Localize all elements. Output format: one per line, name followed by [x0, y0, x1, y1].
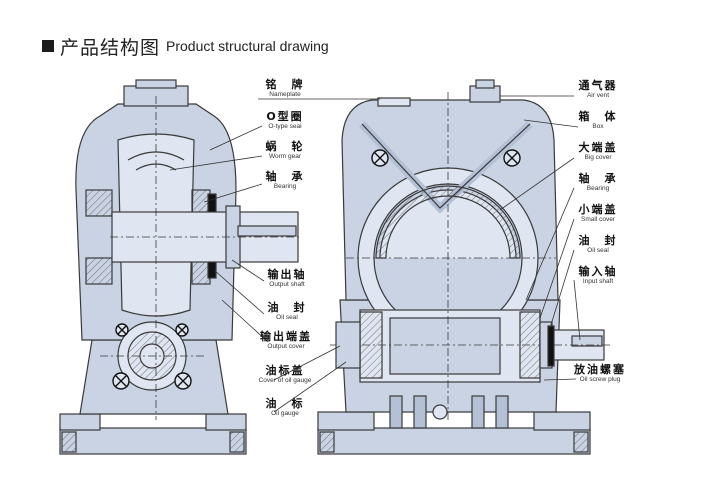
header-square-icon: [42, 40, 54, 52]
leader-lines: [169, 95, 581, 413]
side-bolts: [112, 323, 192, 390]
label-oil-gauge: 油 标 Oil gauge: [265, 397, 305, 417]
front-drain-plug: [432, 404, 448, 420]
label-input-shaft: 输入轴 Input shaft: [578, 265, 618, 285]
label-bearing-left: 轴 承 Bearing: [265, 170, 305, 190]
side-base-foot-right: [205, 413, 247, 431]
label-output-shaft: 输出轴 Output shaft: [267, 268, 307, 288]
front-bolts: [371, 149, 521, 167]
header-title-en: Product structural drawing: [166, 38, 329, 54]
side-top-cap-inner: [135, 79, 177, 89]
front-view: [317, 79, 612, 455]
side-base-foot-left: [59, 413, 101, 431]
label-box: 箱 体 Box: [578, 110, 618, 130]
label-worm-gear: 蜗 轮 Worm gear: [265, 140, 305, 160]
side-base-plate: [59, 427, 247, 455]
side-view: [59, 79, 300, 455]
label-big-cover: 大端盖 Big cover: [578, 141, 618, 161]
page-header: 产品结构图 Product structural drawing: [42, 34, 329, 59]
label-small-cover: 小端盖 Small cover: [578, 203, 618, 223]
header-title-zh: 产品结构图: [60, 36, 161, 59]
label-oil-gauge-cover: 油标盖 Cover of oil gauge: [258, 364, 312, 384]
label-bearing-right: 轴 承 Bearing: [578, 172, 618, 192]
label-oil-seal-right: 油 封 Oil seal: [578, 234, 618, 254]
label-oil-seal-left: 油 封 Oil seal: [267, 301, 307, 321]
label-o-type-seal: O型圈 O-type seal: [266, 110, 304, 130]
front-base-plate: [317, 427, 591, 455]
label-nameplate: 铭 牌 Nameplate: [265, 78, 305, 98]
side-bearing-left: [85, 189, 113, 217]
label-oil-screw-plug: 放油螺塞 Oil screw plug: [574, 363, 626, 383]
label-output-cover: 输出端盖 Output cover: [260, 330, 312, 350]
label-air-vent: 通气器 Air vent: [578, 79, 618, 99]
